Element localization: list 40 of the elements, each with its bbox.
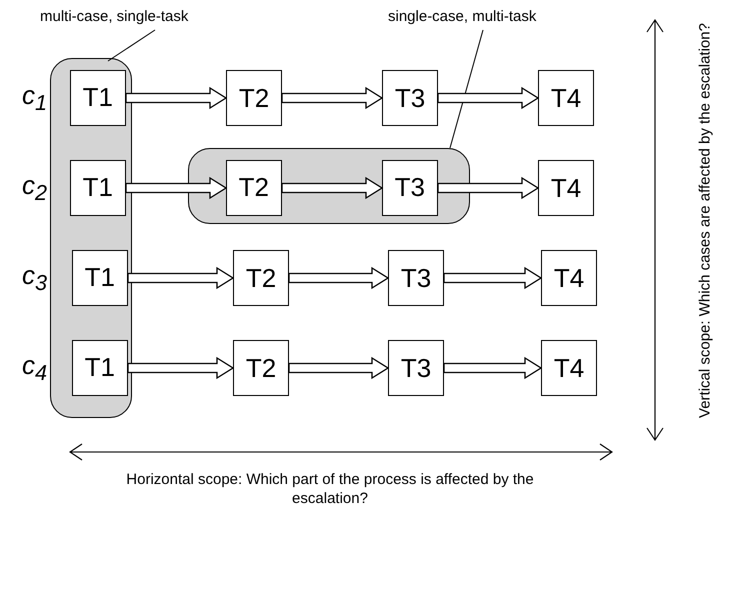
block-arrow — [437, 176, 540, 200]
task-box: T1 — [70, 160, 126, 216]
block-arrow — [443, 356, 542, 380]
callout-text: single-case, multi-task — [388, 8, 558, 30]
highlight-region — [50, 58, 132, 418]
callout-text: multi-case, single-task — [40, 8, 210, 30]
block-arrow — [125, 86, 228, 110]
row-label: c$_{2}$ — [22, 170, 48, 206]
leader-line — [108, 30, 156, 62]
task-box: T2 — [233, 250, 289, 306]
block-arrow — [127, 356, 234, 380]
task-box: T4 — [538, 160, 594, 216]
block-arrow — [288, 266, 390, 290]
task-box: T3 — [388, 340, 444, 396]
block-arrow — [125, 176, 228, 200]
task-box: T4 — [541, 250, 597, 306]
task-box: T3 — [382, 160, 438, 216]
task-box: T1 — [72, 340, 128, 396]
task-box: T2 — [226, 160, 282, 216]
row-label: c$_{4}$ — [22, 350, 48, 386]
task-box: T3 — [382, 70, 438, 126]
task-box: T4 — [541, 340, 597, 396]
highlight-region — [188, 148, 470, 224]
row-label: c$_{3}$ — [22, 260, 48, 296]
task-box: T2 — [226, 70, 282, 126]
block-arrow — [281, 176, 384, 200]
task-box: T3 — [388, 250, 444, 306]
axis-label: Vertical scope: Which cases are affected by the escalation? — [696, 22, 714, 420]
axis-label: Horizontal scope: Which part of the process is affected by the escalation? — [125, 470, 535, 508]
row-label: c$_{1}$ — [22, 80, 48, 116]
block-arrow — [437, 86, 540, 110]
block-arrow — [127, 266, 234, 290]
task-box: T4 — [538, 70, 594, 126]
leader-line — [450, 30, 484, 148]
task-box: T1 — [70, 70, 126, 126]
block-arrow — [288, 356, 390, 380]
block-arrow — [281, 86, 384, 110]
block-arrow — [443, 266, 542, 290]
task-box: T1 — [72, 250, 128, 306]
task-box: T2 — [233, 340, 289, 396]
